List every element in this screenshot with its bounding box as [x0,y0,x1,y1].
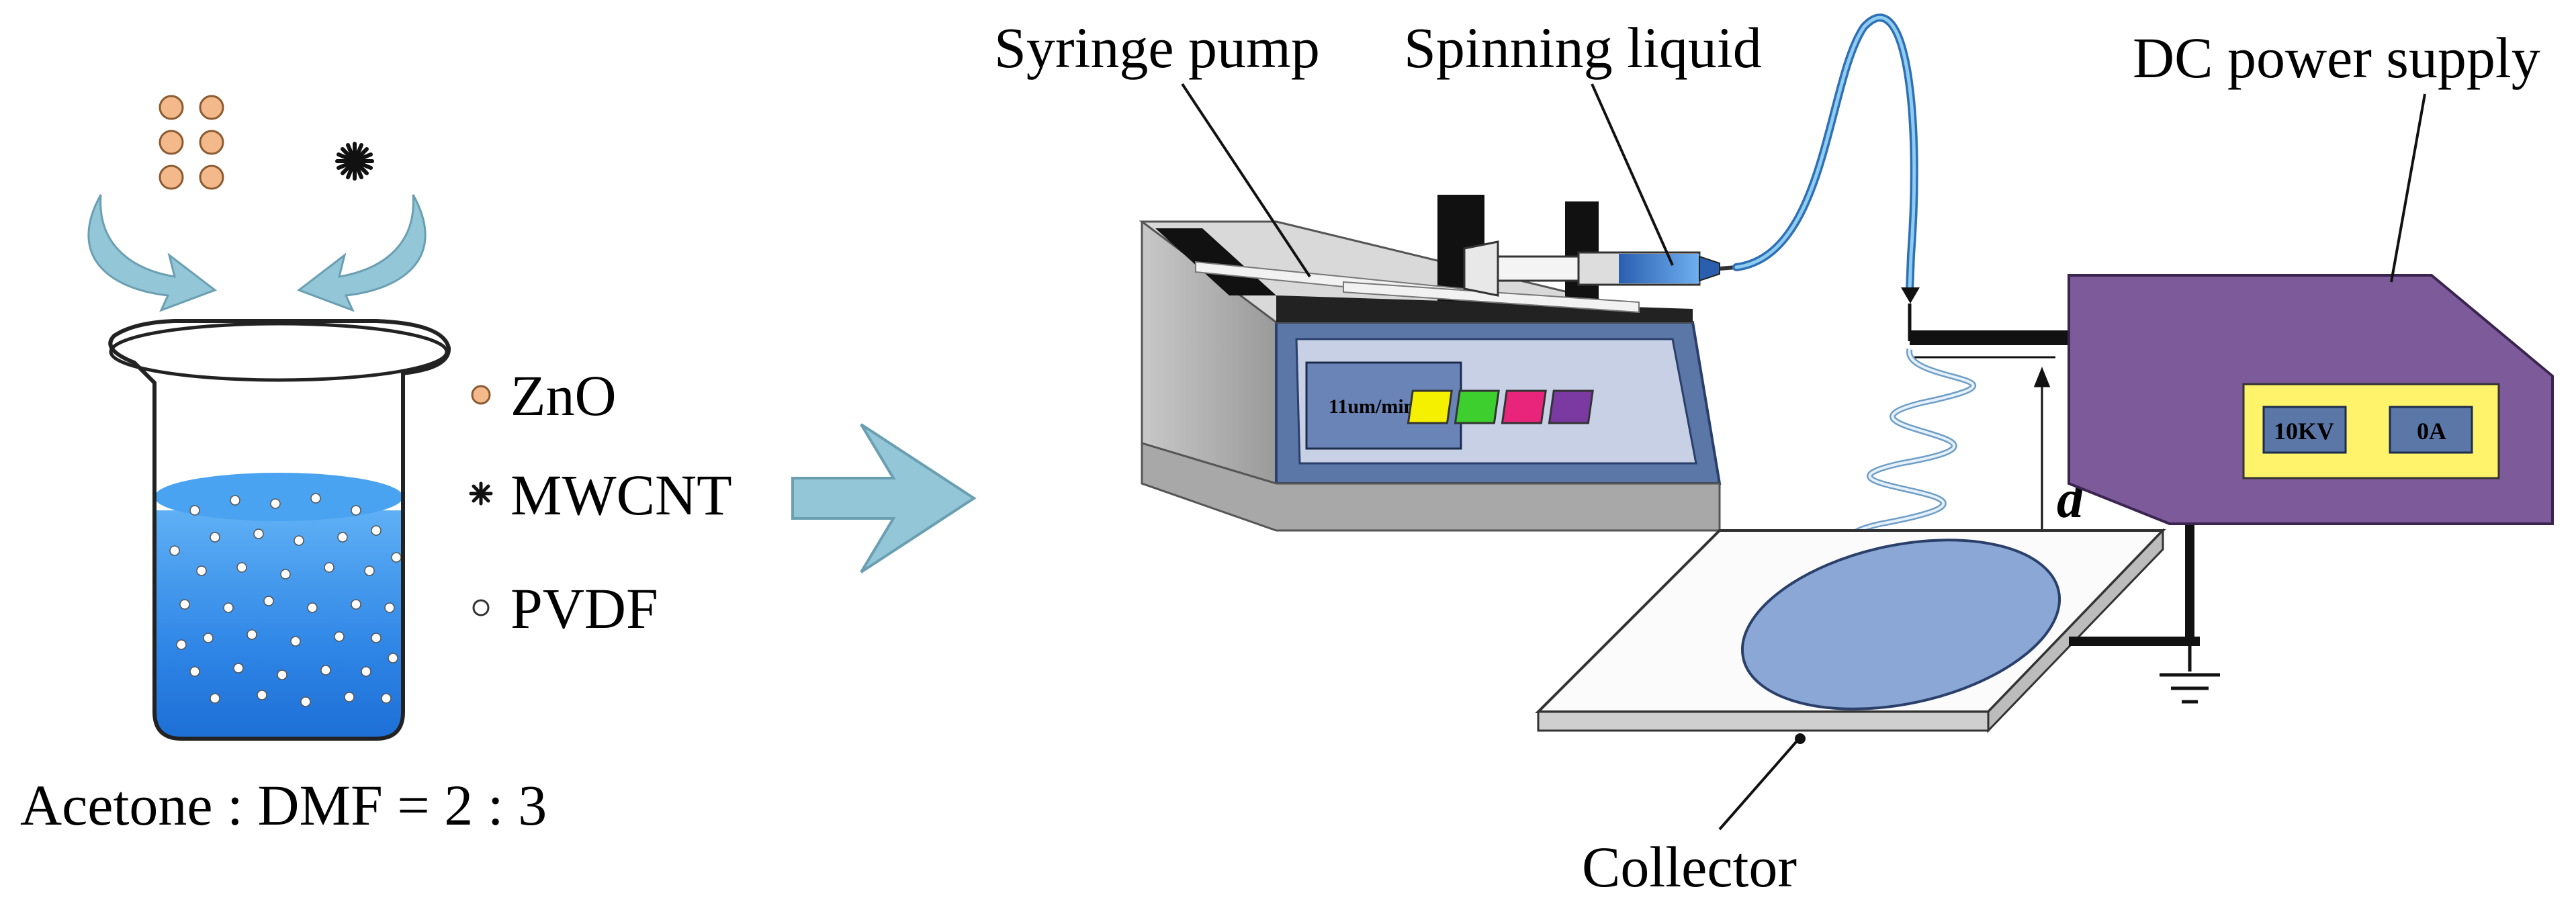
pvdf-particle [179,599,190,610]
fiber-membrane [1740,539,2061,710]
pvdf-particle [381,693,392,704]
zno-particle-cluster [159,95,224,190]
zno-particle [159,165,184,190]
pvdf-particle [230,495,240,506]
voltage-value: 10KV [2274,418,2334,445]
pvdf-particle [384,602,395,613]
pvdf-particle [253,528,264,539]
mwcnt-particle-icon [335,142,374,181]
spinneret-tip-icon [1901,287,1920,304]
liquid-tube [1732,13,1918,294]
pvdf-particle [310,493,321,504]
solvent-ratio-label: Acetone : DMF = 2 : 3 [20,773,547,837]
collector-label: Collector [1582,835,1797,899]
pvdf-particle [300,696,311,707]
pvdf-particle [277,669,287,680]
pvdf-particle [176,639,187,650]
pvdf-particle [320,665,331,676]
pvdf-particle [196,565,207,576]
pvdf-particle [257,690,267,700]
pvdf-particle [344,692,355,702]
current-display [2389,406,2473,454]
syringe-pump: 11um/min [1139,195,1722,532]
pvdf-particle [391,552,402,563]
pvdf-particle [223,602,234,613]
syringe-pump-label: Syringe pump [994,15,1320,80]
ground-connection [2069,524,2220,704]
pvdf-particle [263,596,274,606]
current-value: 0A [2417,418,2446,445]
pvdf-legend-icon [472,599,490,616]
dc-power-supply: 10KV 0A [2068,274,2554,525]
voltage-display [2262,406,2347,454]
pvdf-particle [337,532,348,543]
pvdf-particle [351,599,361,610]
pvdf-particle [236,562,247,573]
beaker [108,319,451,741]
pvdf-particle [290,636,301,647]
pvdf-particle [189,505,200,516]
pvdf-particle [210,693,220,704]
pvdf-particle [307,602,318,613]
mwcnt-legend-icon [469,481,493,506]
legend: ZnO MWCNT PVDF [469,363,732,641]
pvdf-particle [334,631,345,642]
process-arrow-icon [791,423,977,573]
pvdf-particle [233,663,244,674]
pvdf-particle [189,666,200,677]
pump-button-green[interactable] [1454,389,1500,424]
zno-particle [159,95,184,120]
pvdf-particle [324,562,335,573]
pump-button-yellow[interactable] [1407,389,1453,424]
pump-button-pink[interactable] [1501,389,1547,424]
collector [1535,528,2166,733]
pvdf-particle [294,535,304,546]
zno-particle [199,130,224,155]
pvdf-particle [203,633,214,643]
zno-particle [159,130,184,155]
dc-power-supply-label: DC power supply [2133,26,2540,90]
pvdf-particle [361,666,371,677]
pvdf-particle [270,498,281,509]
legend-mwcnt-label: MWCNT [510,463,732,527]
pvdf-particle [388,653,398,663]
pump-flow-rate: 11um/min [1329,396,1415,418]
legend-zno-label: ZnO [510,363,617,428]
pvdf-particle [210,532,220,543]
curved-arrow-left-icon [87,194,218,312]
pvdf-particle [247,629,257,640]
zno-particle [199,165,224,190]
pump-button-purple[interactable] [1548,389,1594,424]
zno-legend-icon [471,385,491,405]
pvdf-particle [364,565,375,576]
pvdf-particle [351,505,361,516]
spinning-liquid-label: Spinning liquid [1404,15,1762,80]
pvdf-particle [169,545,180,556]
curved-arrow-right-icon [296,194,427,312]
pvdf-particle [371,633,382,643]
pvdf-particle [371,525,382,536]
zno-particle [199,95,224,120]
legend-pvdf-label: PVDF [510,576,658,641]
pvdf-particle [280,569,291,580]
syringe [1463,240,1737,297]
